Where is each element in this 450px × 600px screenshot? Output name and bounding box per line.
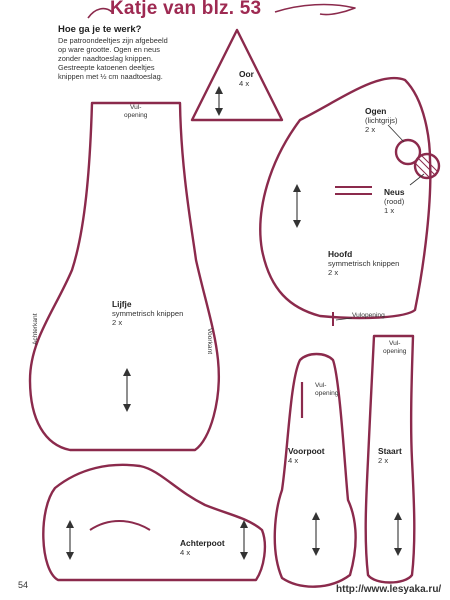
front-leg-name: Voorpoot bbox=[288, 446, 325, 456]
body-piece-outline bbox=[28, 101, 220, 452]
page-number: 54 bbox=[18, 580, 29, 590]
hind-leg-count: 4 x bbox=[180, 548, 191, 557]
tail-opening-label: Vul- opening bbox=[383, 340, 406, 355]
tail-name: Staart bbox=[378, 446, 402, 456]
eyes-pointer bbox=[387, 124, 405, 143]
body-label: Lijfje symmetrisch knippen 2 x bbox=[112, 299, 184, 328]
head-piece-outline bbox=[259, 76, 432, 320]
page-title: Katje van blz. 53 bbox=[110, 0, 262, 19]
grain-arrow-ear bbox=[215, 86, 223, 116]
hind-leg-name: Achterpoot bbox=[180, 538, 225, 548]
grain-arrow-hind-leg-left bbox=[66, 520, 74, 560]
title-swirl bbox=[87, 3, 356, 19]
head-count: 2 x bbox=[328, 268, 339, 277]
eyes-label: Ogen (lichtgrijs) 2 x bbox=[365, 106, 398, 135]
ear-piece-outline bbox=[190, 28, 284, 122]
tail-opening-line2: opening bbox=[383, 347, 407, 355]
ear-count: 4 x bbox=[239, 79, 250, 88]
eyes-count: 2 x bbox=[365, 125, 376, 134]
instructions-line: op ware grootte. Ogen en neus bbox=[58, 45, 160, 54]
nose-hatch bbox=[415, 155, 438, 179]
head-mouth-marks bbox=[335, 186, 372, 195]
front-leg-label: Voorpoot 4 x bbox=[288, 446, 325, 466]
grain-arrow-tail bbox=[394, 512, 402, 556]
body-count: 2 x bbox=[112, 318, 123, 327]
leg-opening-line2: opening bbox=[315, 389, 339, 397]
nose-label: Neus (rood) 1 x bbox=[384, 187, 405, 216]
grain-arrow-front-leg bbox=[312, 512, 320, 556]
eye-piece-outline bbox=[394, 138, 422, 166]
tail-piece-outline bbox=[364, 334, 416, 584]
leg-opening-label: Vul- opening bbox=[315, 382, 338, 397]
nose-pointer bbox=[409, 173, 425, 186]
ear-name: Oor bbox=[239, 69, 254, 79]
grain-arrow-head bbox=[293, 184, 301, 228]
nose-piece-outline bbox=[413, 152, 441, 180]
front-leg-piece-outline bbox=[273, 352, 357, 588]
head-opening-label: Vulopening bbox=[352, 312, 385, 319]
grain-arrow-body bbox=[123, 368, 131, 412]
nose-note: (rood) bbox=[384, 197, 405, 206]
ear-label: Oor 4 x bbox=[239, 69, 254, 89]
hind-leg-piece-outline bbox=[42, 463, 267, 582]
nose-name: Neus bbox=[384, 187, 405, 197]
body-opening-line2: opening bbox=[124, 111, 148, 119]
tail-opening-line1: Vul- bbox=[388, 340, 401, 347]
instructions-line: knippen met ½ cm naadtoeslag. bbox=[58, 72, 163, 81]
body-opening-line1: Vul- bbox=[129, 104, 142, 111]
body-opening-label: Vul- opening bbox=[124, 104, 147, 119]
head-label: Hoofd symmetrisch knippen 2 x bbox=[328, 249, 400, 278]
front-leg-count: 4 x bbox=[288, 456, 299, 465]
nose-count: 1 x bbox=[384, 206, 395, 215]
instructions-line: De patroondeeltjes zijn afgebeeld bbox=[58, 36, 168, 45]
instructions-heading: Hoe ga je te werk? bbox=[58, 24, 142, 35]
body-front-label: Voorkant bbox=[206, 328, 213, 355]
hind-leg-label: Achterpoot 4 x bbox=[180, 538, 225, 558]
grain-arrow-hind-leg-right bbox=[240, 520, 248, 560]
eyes-name: Ogen bbox=[365, 106, 387, 116]
body-name: Lijfje bbox=[112, 299, 132, 309]
leg-opening-line1: Vul- bbox=[315, 382, 327, 389]
body-back-label: Achterkant bbox=[32, 313, 39, 345]
watermark-text: http://www.lesyaka.ru/ bbox=[336, 584, 442, 595]
head-note: symmetrisch knippen bbox=[328, 259, 400, 268]
eyes-note: (lichtgrijs) bbox=[365, 116, 398, 125]
body-note: symmetrisch knippen bbox=[112, 309, 184, 318]
instructions-line: zonder naadtoeslag knippen. bbox=[58, 54, 153, 63]
hind-leg-mark bbox=[89, 520, 151, 531]
tail-label: Staart 2 x bbox=[378, 446, 402, 466]
head-name: Hoofd bbox=[328, 249, 353, 259]
tail-count: 2 x bbox=[378, 456, 389, 465]
instructions-line: Gestreepte katoenen deeltjes bbox=[58, 63, 155, 72]
instructions-block: Hoe ga je te werk? De patroondeeltjes zi… bbox=[58, 24, 208, 81]
head-opening-pointer bbox=[335, 317, 353, 321]
